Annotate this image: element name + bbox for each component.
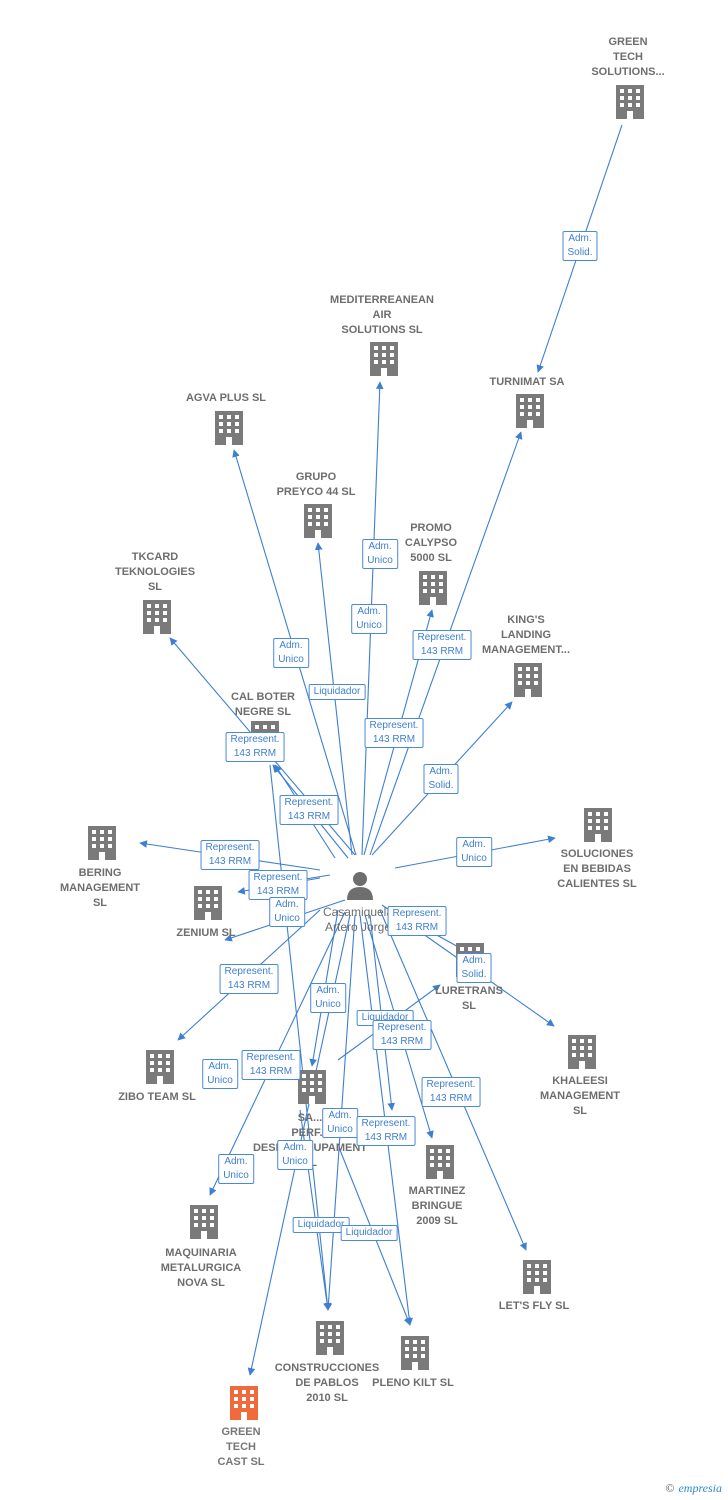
building-icon[interactable]	[230, 1386, 258, 1420]
edge-role-label[interactable]: Represent. 143 RRM	[241, 1050, 301, 1080]
building-icon[interactable]	[419, 571, 447, 605]
building-icon[interactable]	[146, 1050, 174, 1084]
company-label-luretrans[interactable]: LURETRANS SL	[435, 985, 503, 1012]
building-icon[interactable]	[88, 826, 116, 860]
edge-role-label[interactable]: Liquidador	[308, 684, 366, 700]
company-label-green-tech-solutions[interactable]: GREEN TECH SOLUTIONS...	[591, 36, 665, 78]
company-label-zenium[interactable]: ZENIUM SL	[176, 927, 236, 939]
company-label-martinez-bringue[interactable]: MARTINEZ BRINGUE 2009 SL	[408, 1185, 466, 1227]
brand-name: empresia	[678, 1481, 722, 1495]
company-label-promo-calypso[interactable]: PROMO CALYPSO 5000 SL	[404, 522, 458, 564]
company-label-turnimat[interactable]: TURNIMAT SA	[489, 376, 565, 388]
company-label-bering[interactable]: BERING MANAGEMENT SL	[59, 867, 141, 909]
company-label-construcciones[interactable]: CONSTRUCCIONES DE PABLOS 2010 SL	[274, 1362, 380, 1404]
edge-role-label[interactable]: Represent. 143 RRM	[225, 732, 285, 762]
building-icon[interactable]	[298, 1070, 326, 1104]
edge-role-label[interactable]: Represent. 143 RRM	[219, 964, 279, 994]
company-label-mediterranean-air[interactable]: MEDITERREANEAN AIR SOLUTIONS SL	[330, 294, 434, 336]
brand-logo[interactable]: ©empresia	[665, 1481, 722, 1496]
company-label-kings-landing[interactable]: KING'S LANDING MANAGEMENT...	[482, 614, 570, 656]
edge-role-label[interactable]: Adm. Solid.	[562, 231, 598, 261]
edge-role-label[interactable]: Represent. 143 RRM	[364, 718, 424, 748]
company-label-zibo[interactable]: ZIBO TEAM SL	[118, 1091, 196, 1103]
company-label-pleno-kilt[interactable]: PLENO KILT SL	[372, 1377, 454, 1389]
company-label-tkcard[interactable]: TKCARD TEKNOLOGIES SL	[114, 551, 196, 593]
company-label-cal-boter[interactable]: CAL BOTER NEGRE SL	[231, 691, 295, 718]
edge-role-label[interactable]: Adm. Unico	[351, 604, 387, 634]
building-icon[interactable]	[370, 342, 398, 376]
edge-role-label[interactable]: Adm. Unico	[322, 1108, 358, 1138]
person-icon[interactable]	[347, 872, 373, 900]
edge-role-label[interactable]: Adm. Solid.	[423, 764, 459, 794]
building-icon[interactable]	[316, 1321, 344, 1355]
company-label-lets-fly[interactable]: LET'S FLY SL	[498, 1300, 570, 1312]
building-icon[interactable]	[616, 85, 644, 119]
person-name[interactable]: Casamiquela Artero Jorge	[322, 905, 394, 934]
company-label-khaleesi[interactable]: KHALEESI MANAGEMENT SL	[539, 1075, 621, 1117]
copyright-symbol: ©	[665, 1481, 675, 1495]
edge-role-label[interactable]: Adm. Unico	[362, 539, 398, 569]
edge-role-label[interactable]: Adm. Solid.	[456, 953, 492, 983]
edge-role-label[interactable]: Represent. 143 RRM	[248, 870, 308, 900]
edge-role-label[interactable]: Adm. Unico	[202, 1059, 238, 1089]
building-icon[interactable]	[514, 663, 542, 697]
company-label-maquinaria[interactable]: MAQUINARIA METALURGICA NOVA SL	[160, 1247, 242, 1289]
edge-role-label[interactable]: Adm. Unico	[218, 1154, 254, 1184]
edge-role-label[interactable]: Liquidador	[340, 1225, 398, 1241]
edge-role-label[interactable]: Represent. 143 RRM	[356, 1116, 416, 1146]
building-icon[interactable]	[190, 1205, 218, 1239]
building-icon[interactable]	[584, 808, 612, 842]
edge-role-label[interactable]: Represent. 143 RRM	[372, 1020, 432, 1050]
building-icon[interactable]	[426, 1145, 454, 1179]
company-label-soluciones-bebidas[interactable]: SOLUCIONES EN BEBIDAS CALIENTES SL	[557, 848, 637, 890]
building-icon[interactable]	[215, 411, 243, 445]
edge-role-label[interactable]: Represent. 143 RRM	[387, 906, 447, 936]
edge-role-label[interactable]: Adm. Unico	[277, 1140, 313, 1170]
building-icon[interactable]	[523, 1260, 551, 1294]
building-icon[interactable]	[194, 886, 222, 920]
edge-role-label[interactable]: Represent. 143 RRM	[412, 630, 472, 660]
edge-role-label[interactable]: Adm. Unico	[456, 837, 492, 867]
edge-role-label[interactable]: Represent. 143 RRM	[279, 795, 339, 825]
edge-role-label[interactable]: Adm. Unico	[310, 983, 346, 1013]
company-label-agva-plus[interactable]: AGVA PLUS SL	[185, 392, 267, 404]
company-label-green-tech-cast[interactable]: GREEN TECH CAST SL	[217, 1426, 265, 1468]
edge-role-label[interactable]: Represent. 143 RRM	[200, 840, 260, 870]
building-icon[interactable]	[516, 394, 544, 428]
company-label-grupo-preyco[interactable]: GRUPO PREYCO 44 SL	[276, 471, 356, 498]
building-icon[interactable]	[568, 1035, 596, 1069]
building-icon[interactable]	[401, 1336, 429, 1370]
edge-role-label[interactable]: Adm. Unico	[273, 638, 309, 668]
building-icon[interactable]	[304, 504, 332, 538]
edge-role-label[interactable]: Adm. Unico	[269, 897, 305, 927]
building-icon[interactable]	[143, 600, 171, 634]
edge-role-label[interactable]: Represent. 143 RRM	[421, 1077, 481, 1107]
